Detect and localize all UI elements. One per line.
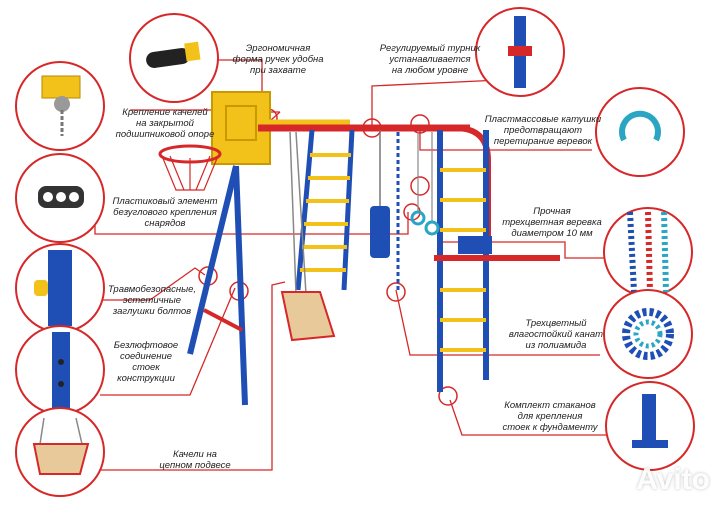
leader-swing	[100, 281, 286, 471]
label-cable: Трехцветный влагостойкий канат из полиам…	[508, 318, 604, 351]
net	[161, 155, 219, 191]
chain-right	[295, 131, 307, 295]
leader-rope	[440, 241, 610, 259]
gym-ring-left	[410, 210, 426, 226]
leader-adjustable	[371, 79, 501, 128]
callout-circle-adjustable	[475, 7, 565, 97]
callout-circle-plastic	[15, 153, 105, 243]
callout-images	[15, 7, 695, 497]
label-cups: Комплект стаканов для крепления стоек к …	[502, 400, 598, 433]
callout-circle-cable	[603, 289, 693, 379]
swing-seat	[280, 291, 336, 342]
label-reels: Пластмассовые катушки предотвращают пере…	[484, 114, 602, 147]
callout-circle-reels	[595, 87, 685, 177]
callout-circle-ergonomic	[129, 13, 219, 103]
avito-watermark: Avito	[636, 463, 710, 496]
label-swing-chain: Качели на цепном подвесе	[159, 449, 231, 471]
callout-circle-swing-mount	[15, 61, 105, 151]
wall-rungs	[440, 168, 486, 352]
leader-cable	[395, 289, 600, 356]
label-rope: Прочная трехцветная веревка диаметром 10…	[502, 206, 602, 239]
label-adjustable-bar: Регулируемый турник устанавливается на л…	[379, 43, 481, 76]
ladder-rail-left	[295, 129, 315, 291]
callout-circle-swing	[15, 407, 105, 497]
leader-reels	[419, 130, 592, 151]
left-leg-a	[187, 165, 239, 355]
chain-left	[289, 131, 297, 295]
callout-circle-weld-free	[15, 325, 105, 415]
leader-weldfree	[100, 287, 236, 396]
backboard-square	[225, 105, 257, 141]
leader-lines	[94, 59, 610, 471]
label-ergonomic: Эргономичная форма ручек удобна при захв…	[232, 43, 324, 76]
callout-circle-plugs	[15, 243, 105, 333]
left-brace	[203, 308, 243, 332]
label-plastic-element: Пластиковый элемент безуглового креплени…	[112, 196, 218, 229]
callout-circle-rope	[603, 207, 693, 297]
label-swing-mount: Крепление качелей на закрытой подшипнико…	[115, 107, 215, 140]
punching-bag	[370, 206, 390, 258]
dip-backrest	[458, 236, 492, 254]
callout-circle-cups	[605, 381, 695, 471]
left-leg-b	[233, 165, 248, 406]
label-weld-free: Безлюфтовое соединение стоек конструкции	[113, 340, 179, 384]
label-plugs: Травмобезопасные, эстетичные заглушки бо…	[107, 284, 197, 317]
leader-cups	[449, 399, 610, 436]
gym-ring-right	[424, 220, 440, 236]
leader-plastic	[94, 212, 409, 235]
ladder-rungs	[300, 153, 351, 272]
